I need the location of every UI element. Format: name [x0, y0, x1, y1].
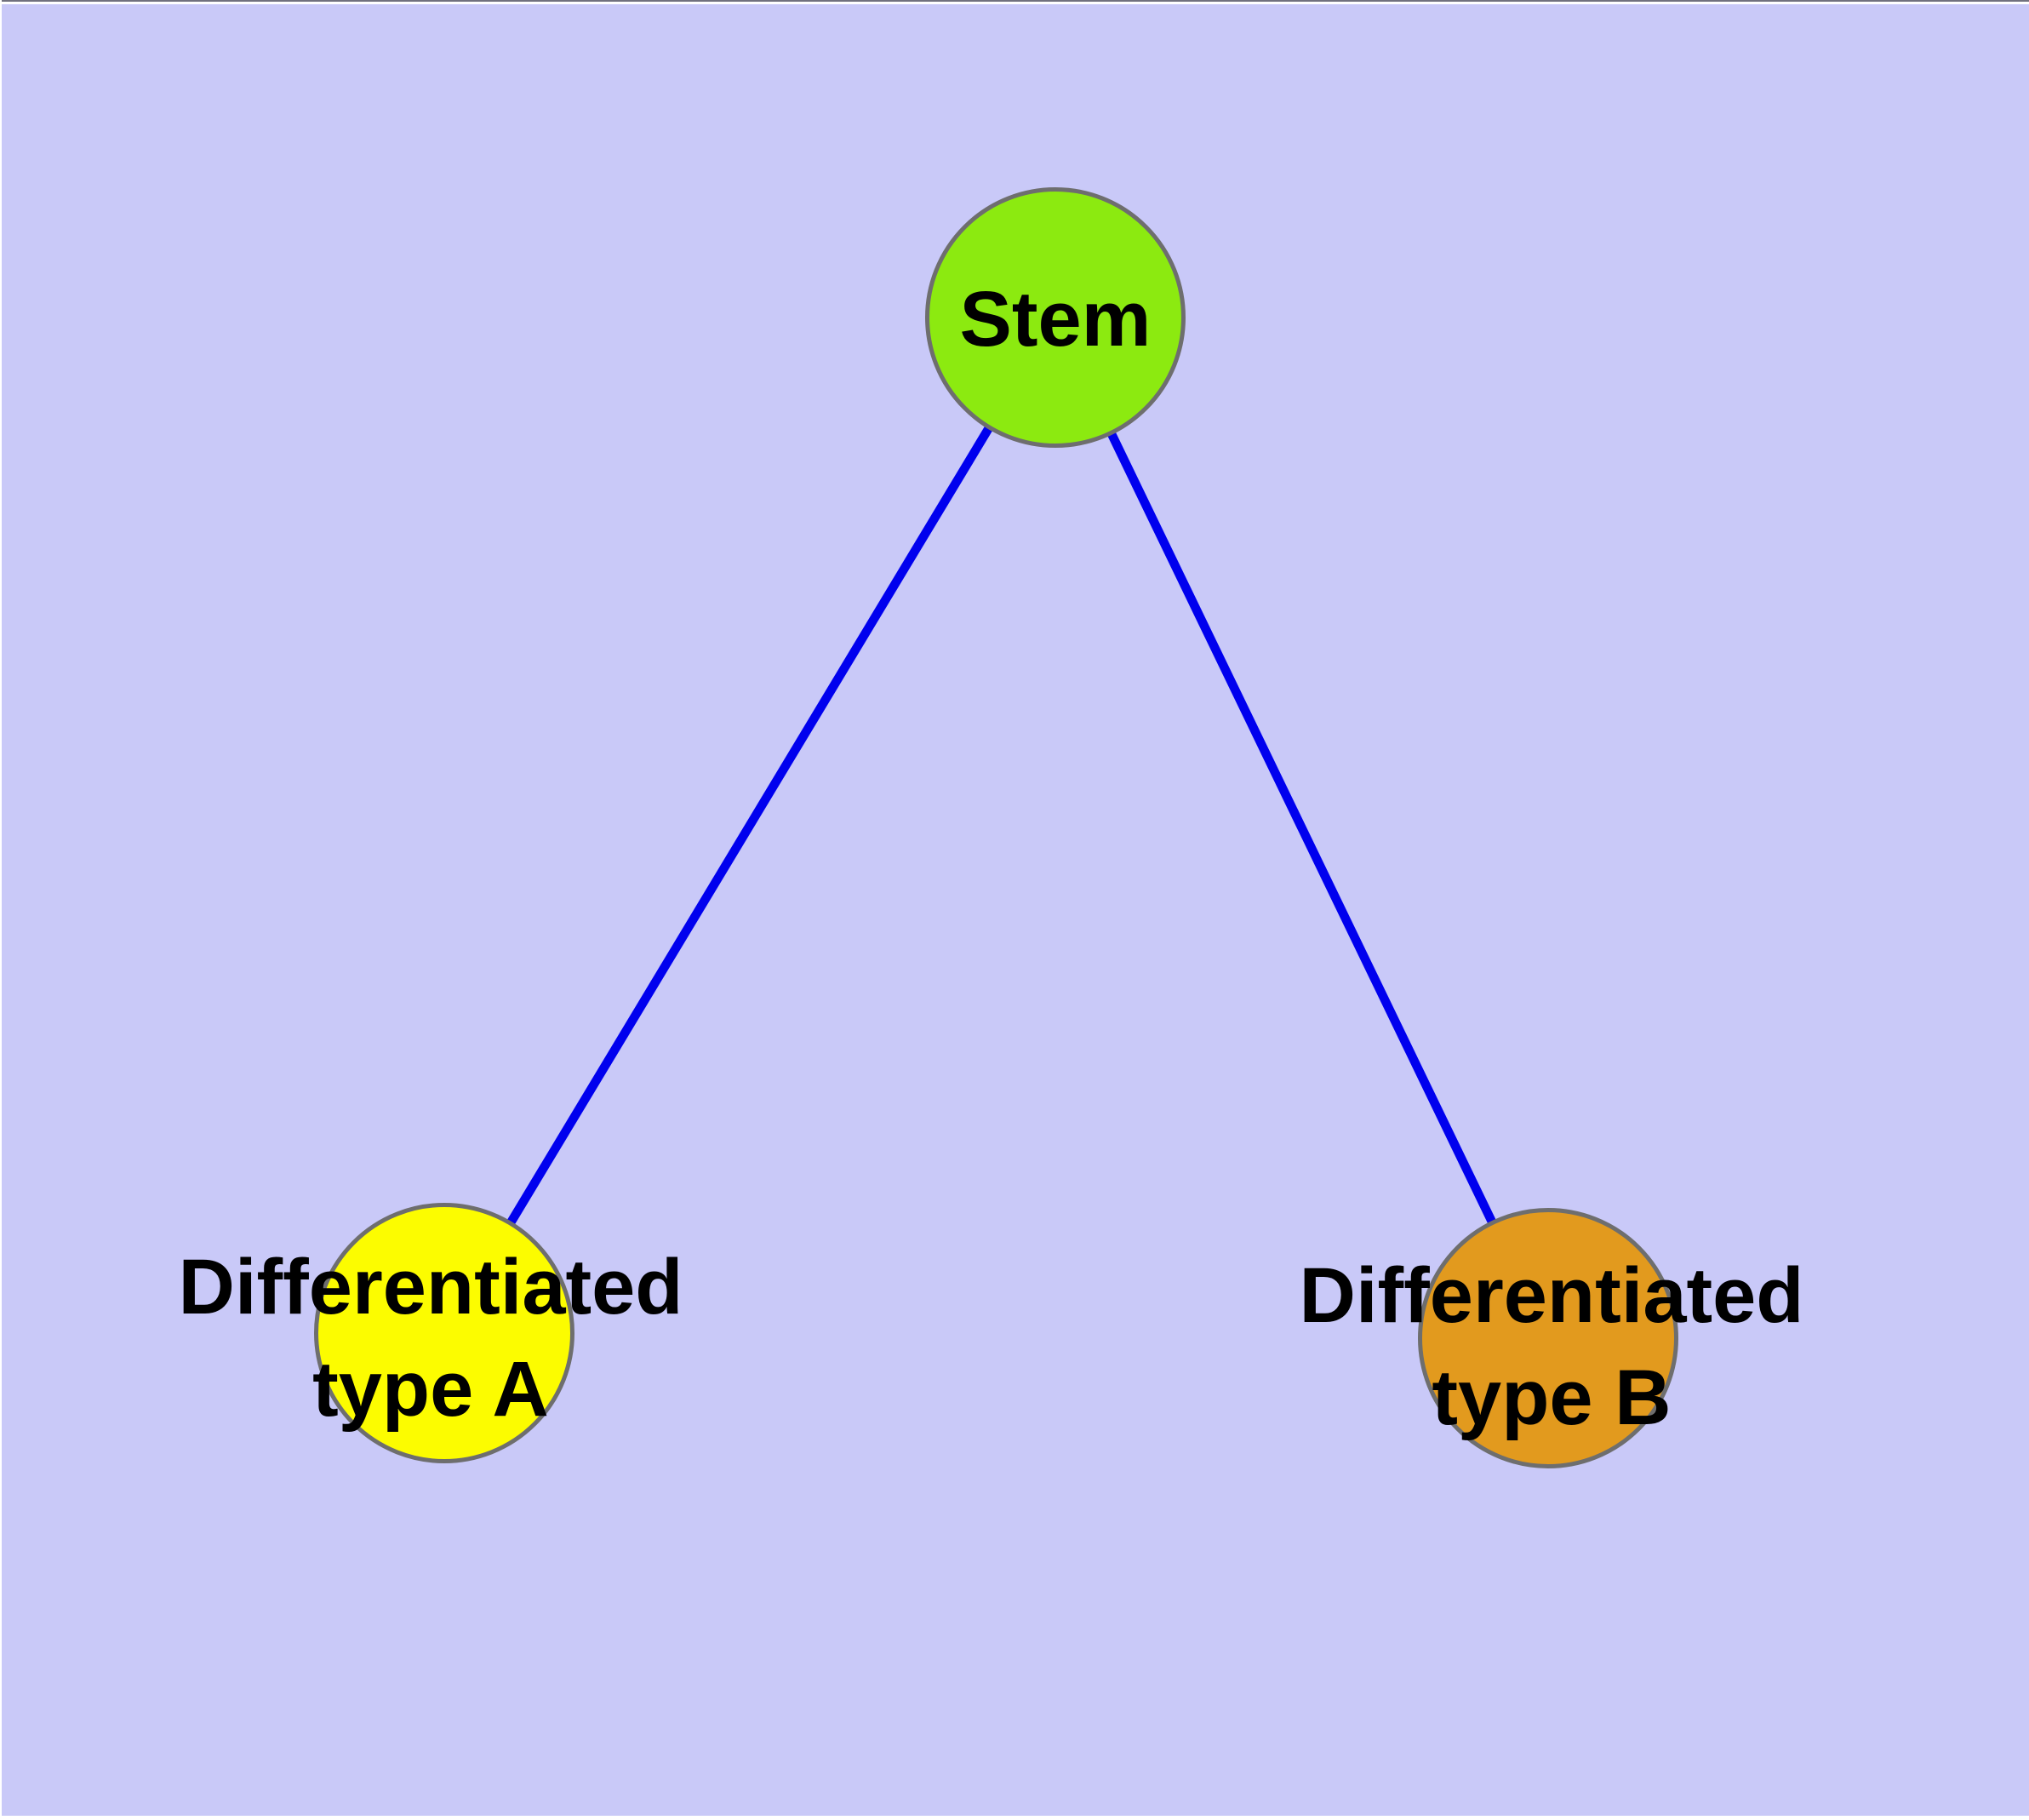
- node-stem: Stem: [925, 187, 1186, 448]
- node-differentiated-type-a-label-line2: type A: [312, 1346, 549, 1433]
- node-differentiated-type-b: Differentiated type B: [1300, 1208, 1803, 1468]
- edge-stem-to-type-a: [440, 315, 1060, 1336]
- node-stem-label: Stem: [960, 268, 1152, 370]
- node-differentiated-type-b-label-line1: Differentiated: [1299, 1252, 1804, 1339]
- node-differentiated-type-a-label-line1: Differentiated: [178, 1244, 683, 1331]
- node-differentiated-type-b-label-line2: type B: [1432, 1354, 1672, 1441]
- node-differentiated-type-a: Differentiated type A: [179, 1203, 683, 1463]
- node-differentiated-type-b-label: Differentiated type B: [1300, 1245, 1804, 1449]
- node-differentiated-type-a-label: Differentiated type A: [179, 1236, 683, 1440]
- edge-stem-to-type-b: [1051, 315, 1552, 1341]
- node-stem-label-line: Stem: [959, 276, 1152, 363]
